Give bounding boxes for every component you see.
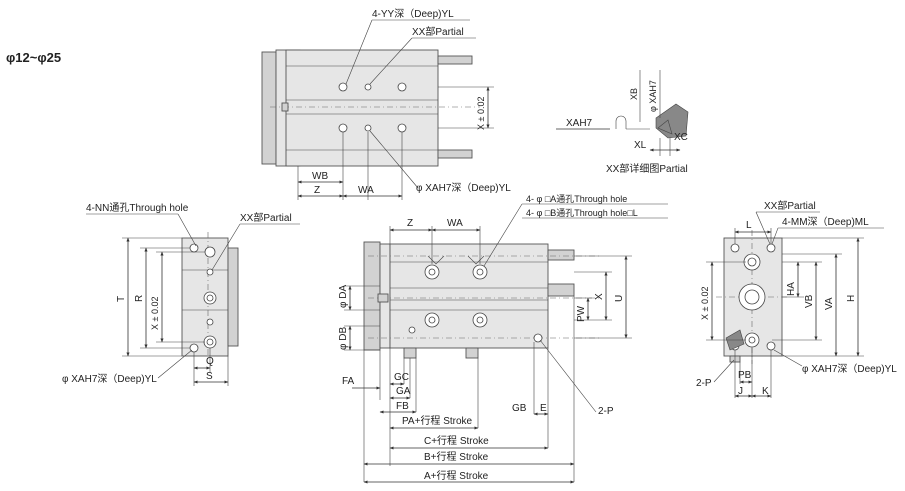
- dim-q: Q: [206, 356, 214, 367]
- dim-wa-front: WA: [447, 218, 463, 229]
- dim-e: E: [540, 403, 547, 414]
- callout-xah7-top: φ XAH7深（Deep)YL: [416, 182, 511, 194]
- dim-2p-right: 2-P: [696, 378, 712, 389]
- detail-partial: XAH7 XB φ XAH7 XL XC XX部详细图Partial: [556, 70, 689, 175]
- dim-r: R: [134, 295, 145, 302]
- detail-xc: XC: [674, 132, 688, 143]
- dim-wa-top: WA: [358, 185, 374, 196]
- front-view: Z WA 4- φ □A通孔Through hole 4- φ □B通孔Thro…: [338, 194, 668, 484]
- top-body: [285, 49, 439, 167]
- top-rod-lower: [437, 149, 473, 159]
- callout-mm: 4-MM深（Deep)ML: [782, 216, 869, 228]
- detail-xah7-v: φ XAH7: [648, 80, 658, 112]
- dim-wb: WB: [312, 171, 328, 182]
- dim-z-front: Z: [407, 218, 413, 229]
- dim-x-front: X: [594, 293, 605, 300]
- dim-u: U: [614, 295, 625, 302]
- detail-xb: XB: [629, 88, 639, 100]
- front-body: [389, 243, 549, 349]
- dim-vb: VB: [804, 294, 815, 308]
- callout-nn: 4-NN通孔Through hole: [86, 202, 189, 214]
- dim-pb: PB: [738, 370, 752, 381]
- dim-va: VA: [824, 297, 835, 310]
- dim-ha: HA: [786, 282, 797, 296]
- right-view: XX部Partial 4-MM深（Deep)ML L X ± 0.02 H VA…: [696, 199, 897, 398]
- dim-pa: PA+行程 Stroke: [402, 414, 473, 427]
- dim-c: C+行程 Stroke: [424, 434, 489, 447]
- dim-db: φ DB: [338, 327, 349, 350]
- callout-xah7-left: φ XAH7深（Deep)YL: [62, 373, 157, 385]
- dim-k: K: [762, 386, 769, 397]
- callout-xah7-right: φ XAH7深（Deep)YL: [802, 363, 897, 375]
- dim-ga: GA: [396, 386, 411, 397]
- dim-b: B+行程 Stroke: [424, 450, 489, 463]
- top-end-plate: [261, 51, 277, 165]
- dim-x-left: X ± 0.02: [150, 297, 160, 330]
- callout-partial-top: XX部Partial: [412, 25, 464, 38]
- top-rod-upper: [437, 55, 473, 65]
- dim-gb: GB: [512, 403, 527, 414]
- top-hole-4: [338, 123, 348, 133]
- dim-a: A+行程 Stroke: [424, 469, 489, 482]
- dim-t: T: [116, 296, 127, 302]
- left-view: 4-NN通孔Through hole XX部Partial T R X ± 0.…: [62, 202, 300, 386]
- top-hole-2: [364, 83, 372, 91]
- left-flange: [227, 247, 239, 347]
- dim-fb: FB: [396, 401, 409, 412]
- dim-fa: FA: [342, 376, 355, 387]
- series-title: φ12~φ25: [6, 50, 61, 65]
- detail-caption: XX部详细图Partial: [606, 162, 688, 175]
- top-hole-5: [364, 124, 372, 132]
- detail-xah7: XAH7: [566, 118, 593, 129]
- top-hole-6: [397, 123, 407, 133]
- dim-h: H: [846, 295, 857, 302]
- callout-partial-right: XX部Partial: [764, 199, 816, 212]
- dim-pw: PW: [576, 305, 587, 322]
- callout-partial-left: XX部Partial: [240, 211, 292, 224]
- dim-gc: GC: [394, 372, 409, 383]
- dim-l: L: [746, 220, 752, 231]
- top-hole-1: [338, 82, 348, 92]
- dim-s: S: [206, 371, 213, 382]
- dim-2p-front: 2-P: [598, 406, 614, 417]
- detail-xl: XL: [634, 140, 647, 151]
- dim-j: J: [738, 386, 743, 397]
- callout-through-a: 4- φ □A通孔Through hole: [526, 194, 627, 204]
- callout-yy: 4-YY深（Deep)YL: [372, 8, 454, 20]
- dim-da: φ DA: [338, 285, 349, 308]
- dim-z-top: Z: [314, 185, 320, 196]
- top-view: 4-YY深（Deep)YL XX部Partial X ± 0.02 WB Z W…: [261, 8, 511, 200]
- callout-through-b: 4- φ □B通孔Through hole□L: [526, 208, 638, 218]
- dim-x-top: X ± 0.02: [476, 97, 486, 130]
- front-rod-upper: [547, 249, 575, 261]
- dim-x-right: X ± 0.02: [700, 287, 710, 320]
- top-hole-3: [397, 82, 407, 92]
